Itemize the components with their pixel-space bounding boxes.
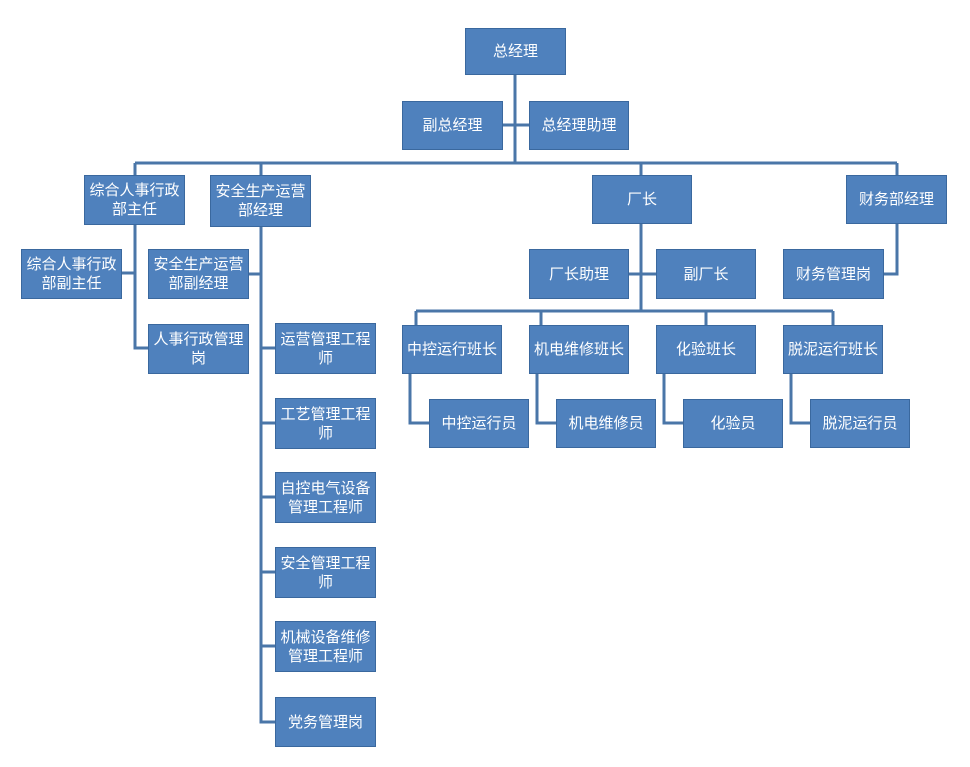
node-safety-engineer: 安全管理工程师 <box>275 547 376 598</box>
node-ops-engineer: 运营管理工程师 <box>275 323 376 374</box>
node-sludge-lead: 脱泥运行班长 <box>783 325 883 374</box>
node-plant-manager-assistant: 厂长助理 <box>529 249 629 299</box>
node-safety-ops-manager: 安全生产运营部经理 <box>210 175 311 227</box>
connector-sludge-op <box>789 374 810 425</box>
node-gm-assistant: 总经理助理 <box>529 101 629 150</box>
node-general-manager: 总经理 <box>465 28 566 75</box>
connector-mech-op <box>535 374 556 425</box>
node-hr-director: 综合人事行政部主任 <box>84 175 185 225</box>
connector-central-op <box>408 374 429 425</box>
connector-finance-trunk <box>884 224 899 276</box>
node-mechanical-engineer: 机械设备维修管理工程师 <box>275 621 376 672</box>
connector-hr-trunk <box>133 225 148 350</box>
node-lab-lead: 化验班长 <box>656 325 756 374</box>
node-lab-operator: 化验员 <box>683 399 783 448</box>
node-plant-manager: 厂长 <box>592 175 692 224</box>
node-hr-deputy-director: 综合人事行政部副主任 <box>21 249 122 299</box>
node-finance-manager: 财务部经理 <box>846 175 947 224</box>
connector-safety-trunk <box>259 227 275 724</box>
node-party-affairs-post: 党务管理岗 <box>275 697 376 747</box>
node-central-control-lead: 中控运行班长 <box>402 325 502 374</box>
node-automation-engineer: 自控电气设备管理工程师 <box>275 472 376 523</box>
node-finance-post: 财务管理岗 <box>783 249 884 299</box>
node-process-engineer: 工艺管理工程师 <box>275 398 376 449</box>
node-vice-general-manager: 副总经理 <box>402 101 503 150</box>
connector-lab-op <box>662 374 683 425</box>
node-mech-repair-operator: 机电维修员 <box>556 399 656 448</box>
node-central-control-operator: 中控运行员 <box>429 399 529 448</box>
node-sludge-operator: 脱泥运行员 <box>810 399 910 448</box>
node-mech-repair-lead: 机电维修班长 <box>529 325 629 374</box>
node-deputy-plant-manager: 副厂长 <box>656 249 756 299</box>
node-safety-ops-deputy: 安全生产运营部副经理 <box>148 249 249 299</box>
node-hr-admin-post: 人事行政管理岗 <box>148 324 249 374</box>
